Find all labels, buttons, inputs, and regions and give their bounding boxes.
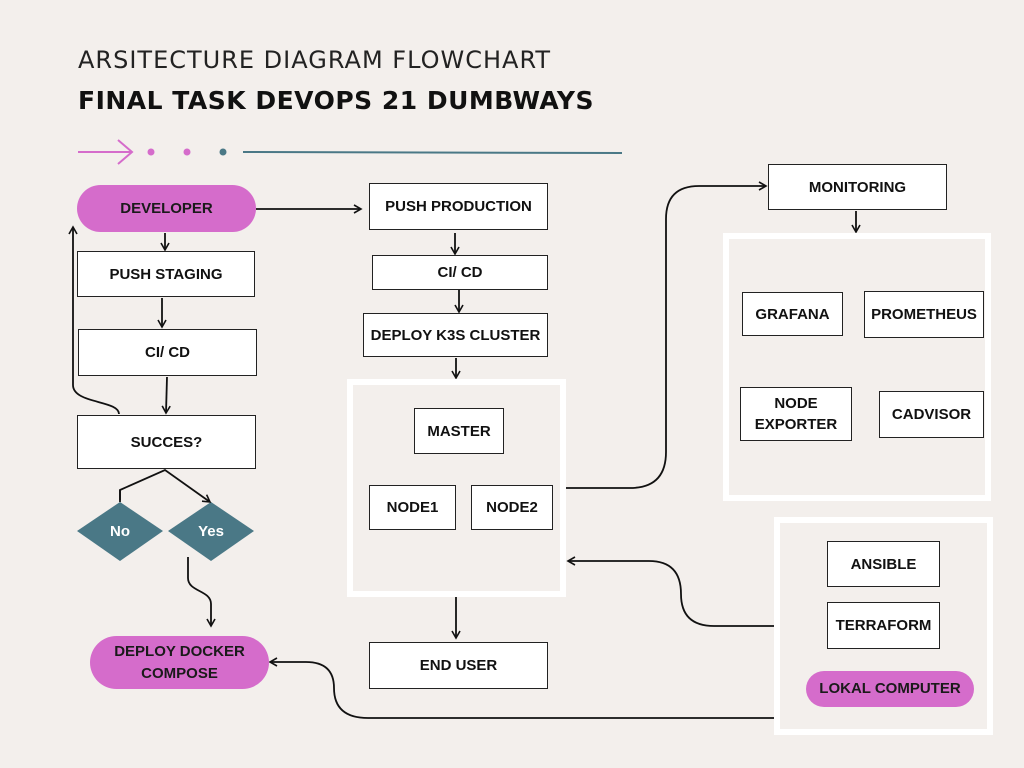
connectors — [68, 181, 861, 719]
ci-cd-production-node: CI/ CD — [372, 255, 548, 290]
decorative-header-divider — [78, 139, 623, 165]
arrow-cicd-to-success — [161, 376, 171, 415]
decor-dot-3 — [219, 148, 227, 156]
k3s-cluster-group — [347, 379, 566, 597]
push-staging-node: PUSH STAGING — [77, 251, 255, 297]
ci-cd-staging-node: CI/ CD — [78, 329, 257, 376]
node1-node: NODE1 — [369, 485, 456, 530]
diagram-title: FINAL TASK DEVOPS 21 DUMBWAYS — [78, 86, 594, 115]
grafana-node: GRAFANA — [742, 292, 843, 336]
monitoring-tools-group — [723, 233, 991, 501]
no-label: No — [110, 523, 130, 540]
diagram-subtitle: ARSITECTURE DIAGRAM FLOWCHART — [78, 46, 552, 74]
end-user-node: END USER — [369, 642, 548, 689]
arrow-lokal-to-deploy-docker — [268, 657, 774, 719]
master-node: MASTER — [414, 408, 504, 454]
yes-label: Yes — [198, 523, 224, 540]
developer-node: DEVELOPER — [77, 185, 256, 232]
arrow-yes-to-deploy-docker — [187, 557, 216, 628]
no-decision-diamond — [77, 502, 163, 561]
terraform-node: TERRAFORM — [827, 602, 940, 649]
cadvisor-node: CADVISOR — [879, 391, 984, 438]
prometheus-node: PROMETHEUS — [864, 291, 984, 338]
deploy-k3s-cluster-node: DEPLOY K3S CLUSTER — [363, 313, 548, 357]
lokal-computer-node: LOKAL COMPUTER — [806, 671, 974, 707]
decor-line — [242, 151, 623, 154]
arrow-cluster-to-monitoring — [566, 181, 768, 489]
arrow-lokal-to-cluster — [566, 556, 774, 627]
arrow-success-loop-to-developer — [68, 225, 120, 415]
success-decision-node: SUCCES? — [77, 415, 256, 469]
node2-node: NODE2 — [471, 485, 553, 530]
push-production-node: PUSH PRODUCTION — [369, 183, 548, 230]
decor-arrow-head — [117, 139, 134, 165]
decor-dot-2 — [183, 148, 191, 156]
yes-decision-diamond — [168, 502, 254, 561]
node-exporter-node: NODE EXPORTER — [740, 387, 852, 441]
deploy-docker-compose-node: DEPLOY DOCKER COMPOSE — [90, 636, 269, 689]
ansible-node: ANSIBLE — [827, 541, 940, 587]
arrow-success-to-yes — [119, 468, 212, 503]
decor-dot-1 — [147, 148, 155, 156]
monitoring-node: MONITORING — [768, 164, 947, 210]
lokal-computer-group — [774, 517, 993, 735]
